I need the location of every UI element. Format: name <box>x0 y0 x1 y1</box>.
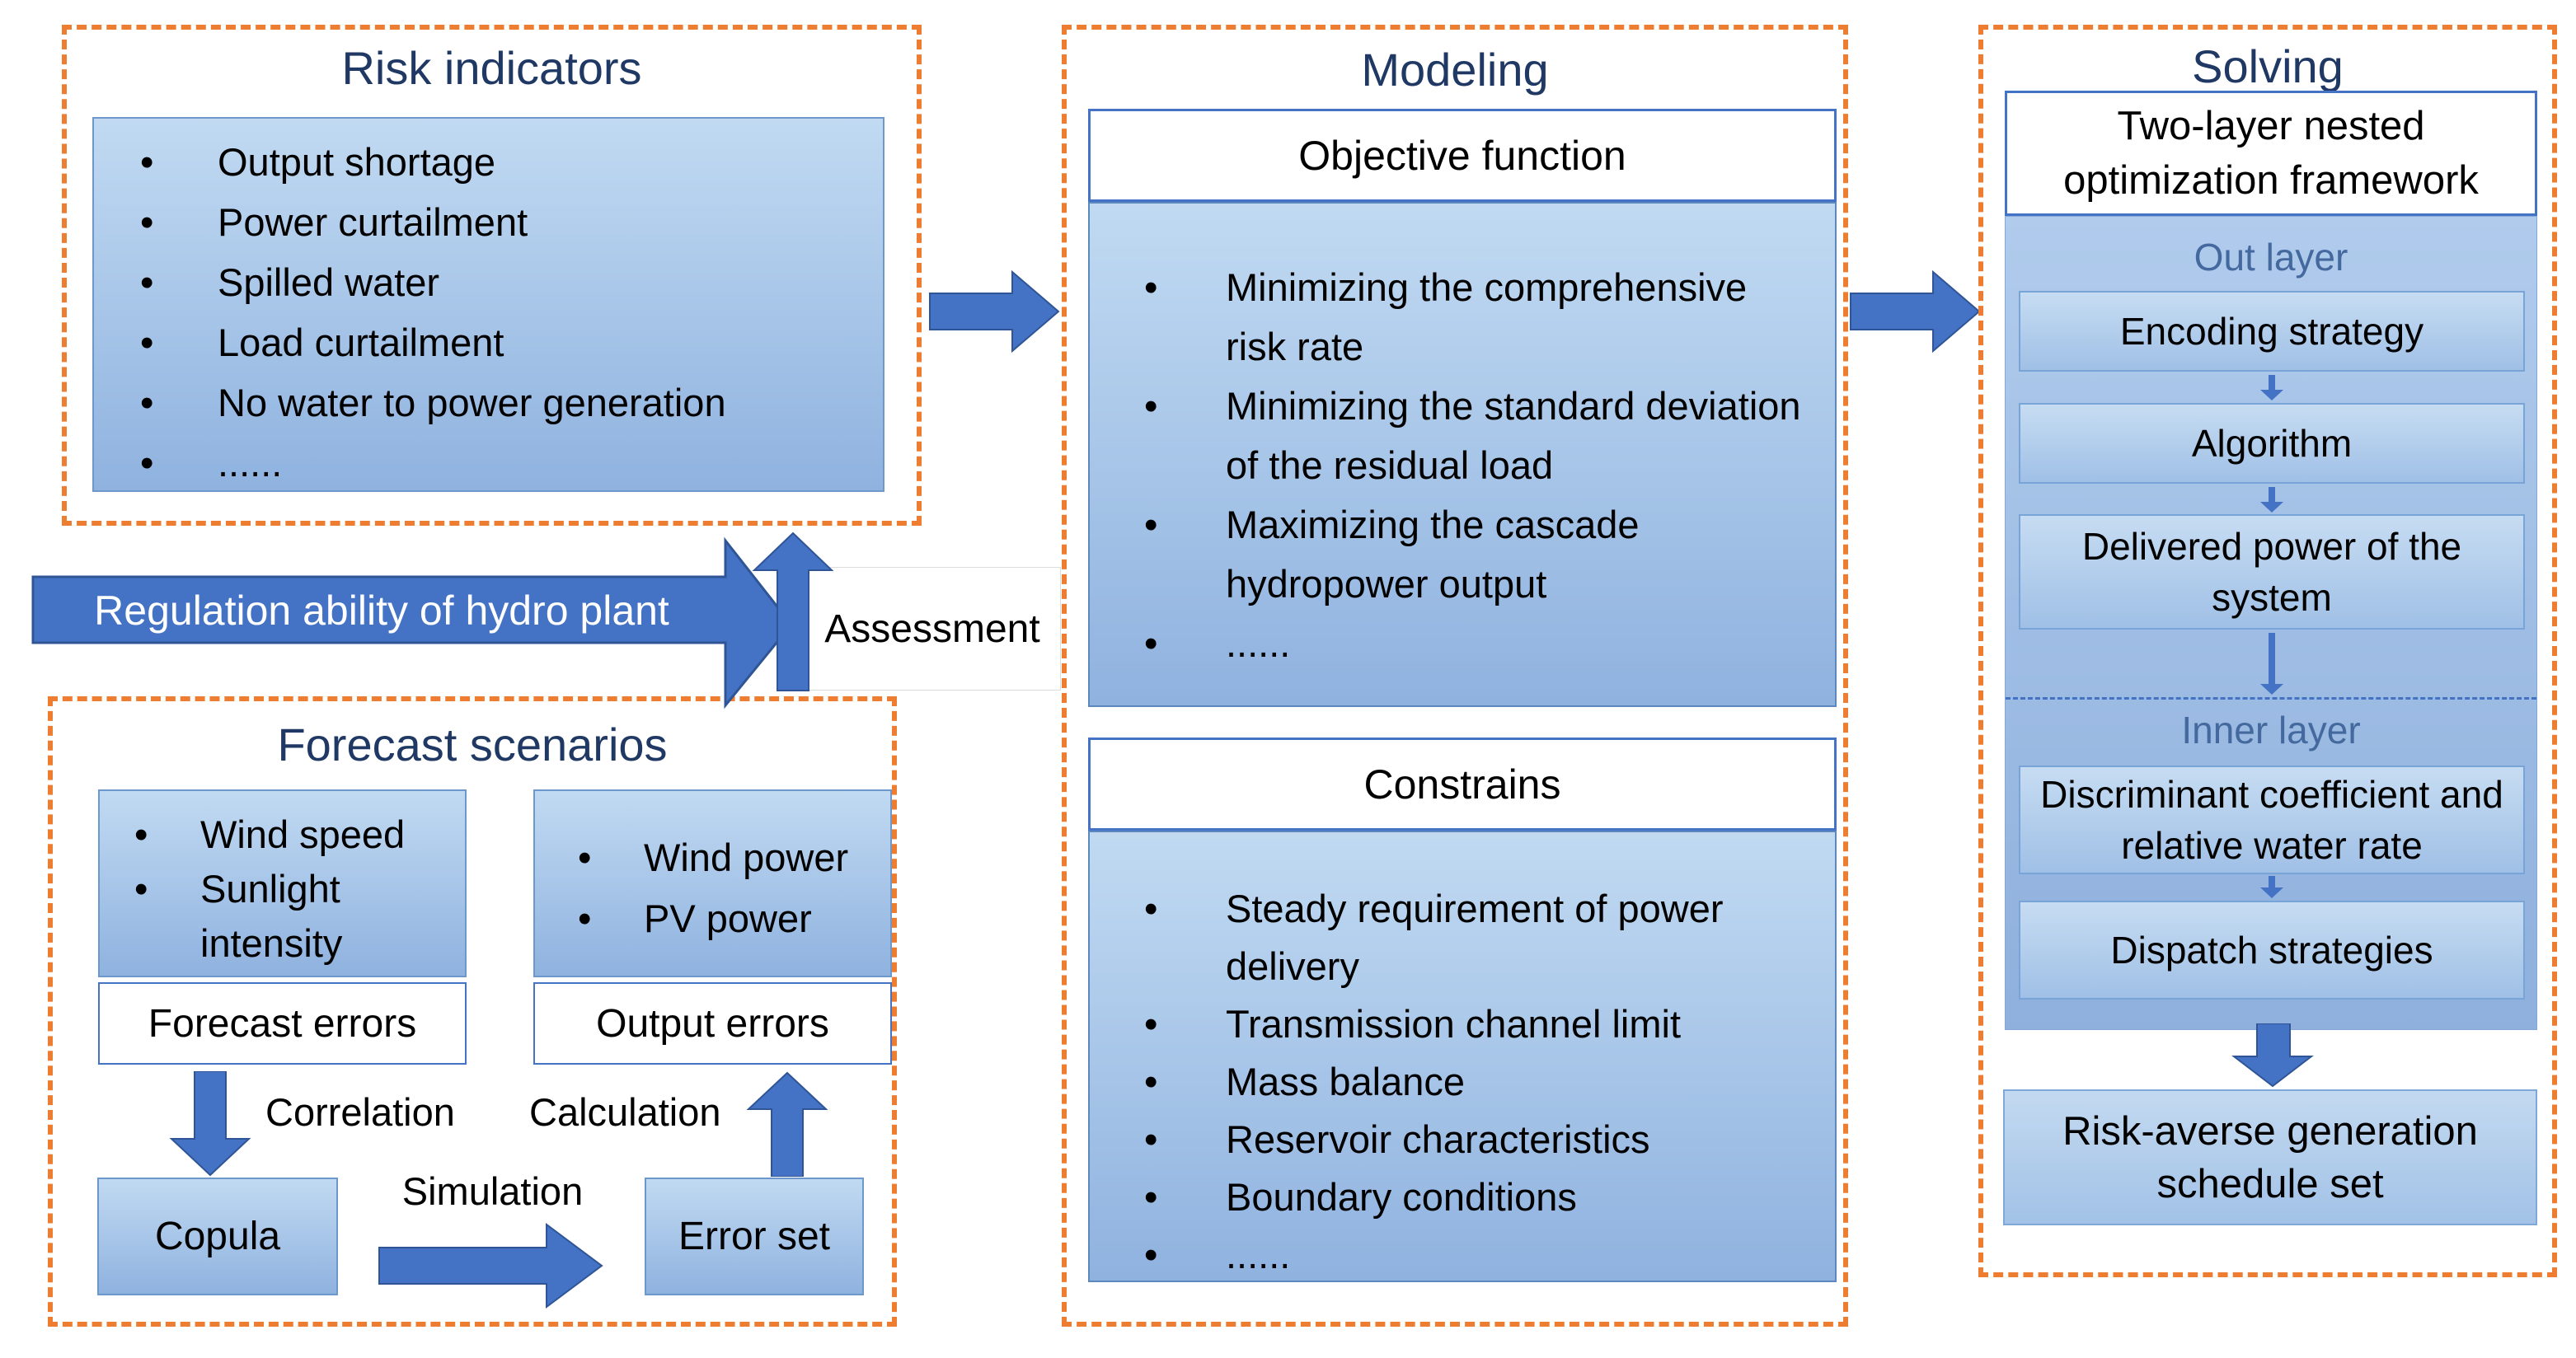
list-item: PV power <box>535 888 890 949</box>
list-item: ...... <box>1090 1226 1835 1284</box>
algorithm-box: Algorithm <box>2019 403 2525 484</box>
weather-forecast-list: Wind speedSunlight intensity <box>100 791 465 971</box>
list-item: Minimizing the standard deviation of the… <box>1090 377 1835 495</box>
copula-label: Copula <box>154 1215 281 1258</box>
correlation-down-arrow-icon <box>169 1071 251 1177</box>
calculation-label: Calculation <box>529 1090 721 1134</box>
assessment-label: Assessment <box>824 606 1040 651</box>
forecast-errors-label: Forecast errors <box>148 1001 417 1046</box>
result-label: Risk-averse generation schedule set <box>2062 1108 2478 1206</box>
step-down-arrow-icon <box>2260 876 2283 898</box>
list-item: Mass balance <box>1090 1053 1835 1111</box>
list-item: Wind power <box>535 827 890 888</box>
constraints-body: Steady requirement of power deliveryTran… <box>1088 831 1837 1284</box>
layer-separator <box>2006 697 2536 700</box>
flow-arrow-risk-to-modeling-icon <box>929 270 1060 353</box>
result-down-arrow-icon <box>2231 1023 2314 1088</box>
risk-indicators-list: Output shortagePower curtailmentSpilled … <box>94 119 883 493</box>
forecast-errors-box: Forecast errors <box>98 982 467 1065</box>
power-forecast-list: Wind powerPV power <box>535 791 890 949</box>
solving-panel: Out layer Encoding strategy Algorithm De… <box>2005 216 2537 1030</box>
list-item: Minimizing the comprehensive risk rate <box>1090 258 1835 377</box>
risk-indicators-group: Risk indicators <box>62 25 922 526</box>
objective-function-header: Objective function <box>1088 109 1837 202</box>
assessment-up-arrow-icon <box>752 531 834 691</box>
discriminant-box: Discriminant coefficient and relative wa… <box>2019 766 2525 874</box>
objective-function-label: Objective function <box>1298 132 1626 179</box>
constraints-list: Steady requirement of power deliveryTran… <box>1090 832 1835 1284</box>
assessment-label-box: Assessment <box>804 567 1061 691</box>
framework-header: Two-layer nested optimization framework <box>2005 91 2537 216</box>
constraints-label: Constrains <box>1363 761 1561 808</box>
regulation-banner-arrow: Regulation ability of hydro plant <box>31 536 793 709</box>
list-item: Load curtailment <box>94 312 883 372</box>
output-errors-label: Output errors <box>596 1001 829 1046</box>
out-layer-label: Out layer <box>2194 236 2348 279</box>
step-down-arrow-icon <box>2260 633 2283 695</box>
flow-arrow-modeling-to-solving-icon <box>1850 270 1981 353</box>
power-forecast-box: Wind powerPV power <box>533 789 892 977</box>
step-down-arrow-icon <box>2260 375 2283 400</box>
regulation-banner-label: Regulation ability of hydro plant <box>94 588 669 634</box>
list-item: Reservoir characteristics <box>1090 1111 1835 1168</box>
step-down-arrow-icon <box>2260 487 2283 513</box>
delivered-power-box: Delivered power of the system <box>2019 514 2525 630</box>
copula-box: Copula <box>97 1178 338 1295</box>
list-item: ...... <box>1090 614 1835 673</box>
weather-forecast-box: Wind speedSunlight intensity <box>98 789 467 977</box>
simulation-label: Simulation <box>401 1169 584 1213</box>
modeling-group: Modeling <box>1062 25 1848 1327</box>
encoding-strategy-box: Encoding strategy <box>2019 291 2525 372</box>
output-errors-box: Output errors <box>533 982 892 1065</box>
error-set-box: Error set <box>645 1178 864 1295</box>
forecast-scenarios-title: Forecast scenarios <box>277 719 668 770</box>
objective-function-list: Minimizing the comprehensive risk rateMi… <box>1090 204 1835 673</box>
calculation-up-arrow-icon <box>746 1071 828 1177</box>
dispatch-strategies-box: Dispatch strategies <box>2019 901 2525 1000</box>
correlation-label: Correlation <box>265 1090 455 1134</box>
list-item: Maximizing the cascade hydropower output <box>1090 495 1835 614</box>
list-item: Spilled water <box>94 252 883 312</box>
risk-indicators-list-box: Output shortagePower curtailmentSpilled … <box>92 117 884 493</box>
list-item: Output shortage <box>94 132 883 192</box>
forecast-scenarios-group: Forecast scenarios <box>48 696 897 1327</box>
list-item: Power curtailment <box>94 192 883 252</box>
result-box: Risk-averse generation schedule set <box>2003 1089 2537 1225</box>
list-item: ...... <box>94 433 883 493</box>
list-item: Wind speed <box>100 808 465 862</box>
solving-title: Solving <box>2192 40 2344 92</box>
list-item: Transmission channel limit <box>1090 995 1835 1053</box>
list-item: Boundary conditions <box>1090 1168 1835 1226</box>
error-set-label: Error set <box>678 1215 831 1258</box>
simulation-right-arrow-icon <box>378 1223 603 1309</box>
list-item: Steady requirement of power delivery <box>1090 880 1835 995</box>
inner-layer-label: Inner layer <box>2181 709 2361 752</box>
solving-group: Solving <box>1978 25 2557 1277</box>
list-item: Sunlight intensity <box>100 862 465 971</box>
constraints-header: Constrains <box>1088 738 1837 831</box>
list-item: No water to power generation <box>94 372 883 433</box>
risk-indicators-title: Risk indicators <box>341 42 642 94</box>
objective-function-body: Minimizing the comprehensive risk rateMi… <box>1088 202 1837 707</box>
modeling-title: Modeling <box>1361 44 1549 96</box>
framework-label: Two-layer nested optimization framework <box>2063 104 2479 203</box>
